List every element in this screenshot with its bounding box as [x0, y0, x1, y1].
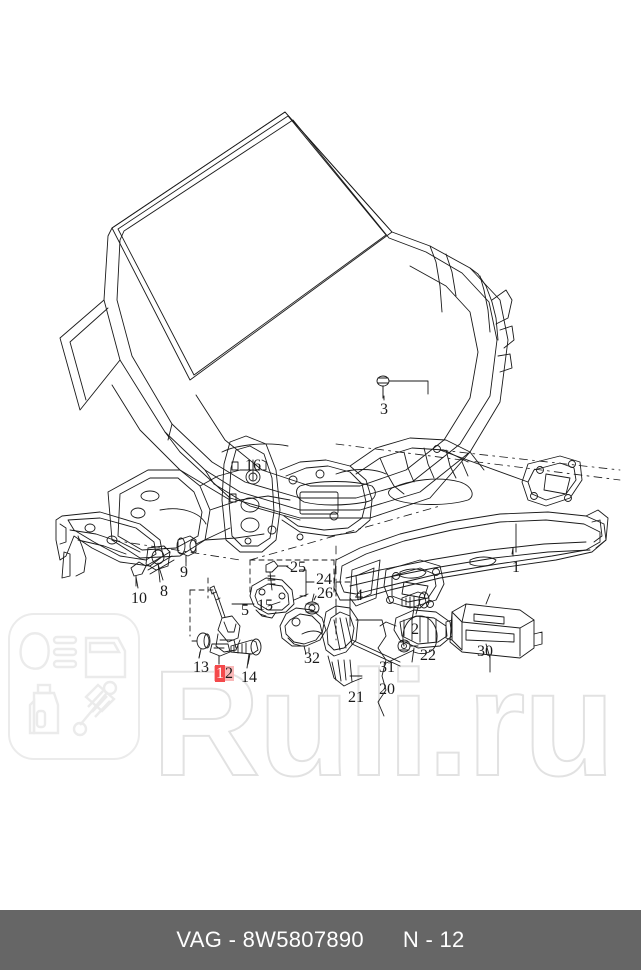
screw-25 [265, 560, 289, 591]
callout-3: 3 [380, 401, 388, 418]
callout-15: 15 [257, 597, 273, 614]
callout-24: 24 [316, 571, 332, 588]
callout-32: 32 [304, 650, 320, 667]
callout-22: 22 [420, 647, 436, 664]
footer-section-number: 12 [439, 927, 465, 952]
callout-1: 1 [512, 559, 520, 576]
footer-bar: VAG - 8W5807890 N - 12 [0, 910, 641, 970]
bush-9 [176, 535, 197, 567]
callout-10: 10 [131, 590, 147, 607]
hinge-group [249, 559, 335, 655]
rear-body-panel [107, 469, 291, 559]
footer-section-separator: - [425, 927, 434, 952]
callout-14: 14 [241, 669, 257, 686]
exploded-parts-drawing [55, 111, 621, 717]
footer-separator: - [228, 927, 237, 952]
footer-text: VAG - 8W5807890 N - 12 [176, 927, 464, 953]
callout-5: 5 [241, 602, 249, 619]
gas-strut-assembly [189, 577, 262, 665]
callout-12-highlighted: 12 [214, 665, 234, 682]
callout-16: 16 [245, 457, 261, 474]
footer-section-prefix: N [402, 927, 420, 952]
side-guide-rail [55, 511, 231, 587]
callout-26: 26 [317, 585, 333, 602]
crash-box-30 [445, 593, 543, 673]
bracket-12 [209, 643, 231, 665]
footer-manufacturer: VAG [176, 927, 223, 952]
bumper-reinforcement [333, 445, 609, 601]
callout-31: 31 [379, 659, 395, 676]
callout-4: 4 [355, 587, 363, 604]
footer-part-number: 8W5807890 [242, 927, 364, 952]
rear-pillar-structure [221, 435, 485, 553]
nut-22 [397, 639, 419, 653]
callout-8: 8 [160, 583, 168, 600]
bolt-14 [230, 638, 262, 665]
callout-2: 2 [411, 621, 419, 638]
callout-21: 21 [348, 689, 364, 706]
beam-mount-bracket [383, 559, 445, 609]
callout-30: 30 [477, 643, 493, 660]
nut-26 [304, 593, 320, 615]
callout-13: 13 [193, 659, 209, 676]
callout-20: 20 [379, 681, 395, 698]
ball-stud-13 [191, 632, 211, 659]
callout-9: 9 [180, 564, 188, 581]
tailgate-assembly [59, 111, 515, 521]
callout-25: 25 [290, 559, 306, 576]
